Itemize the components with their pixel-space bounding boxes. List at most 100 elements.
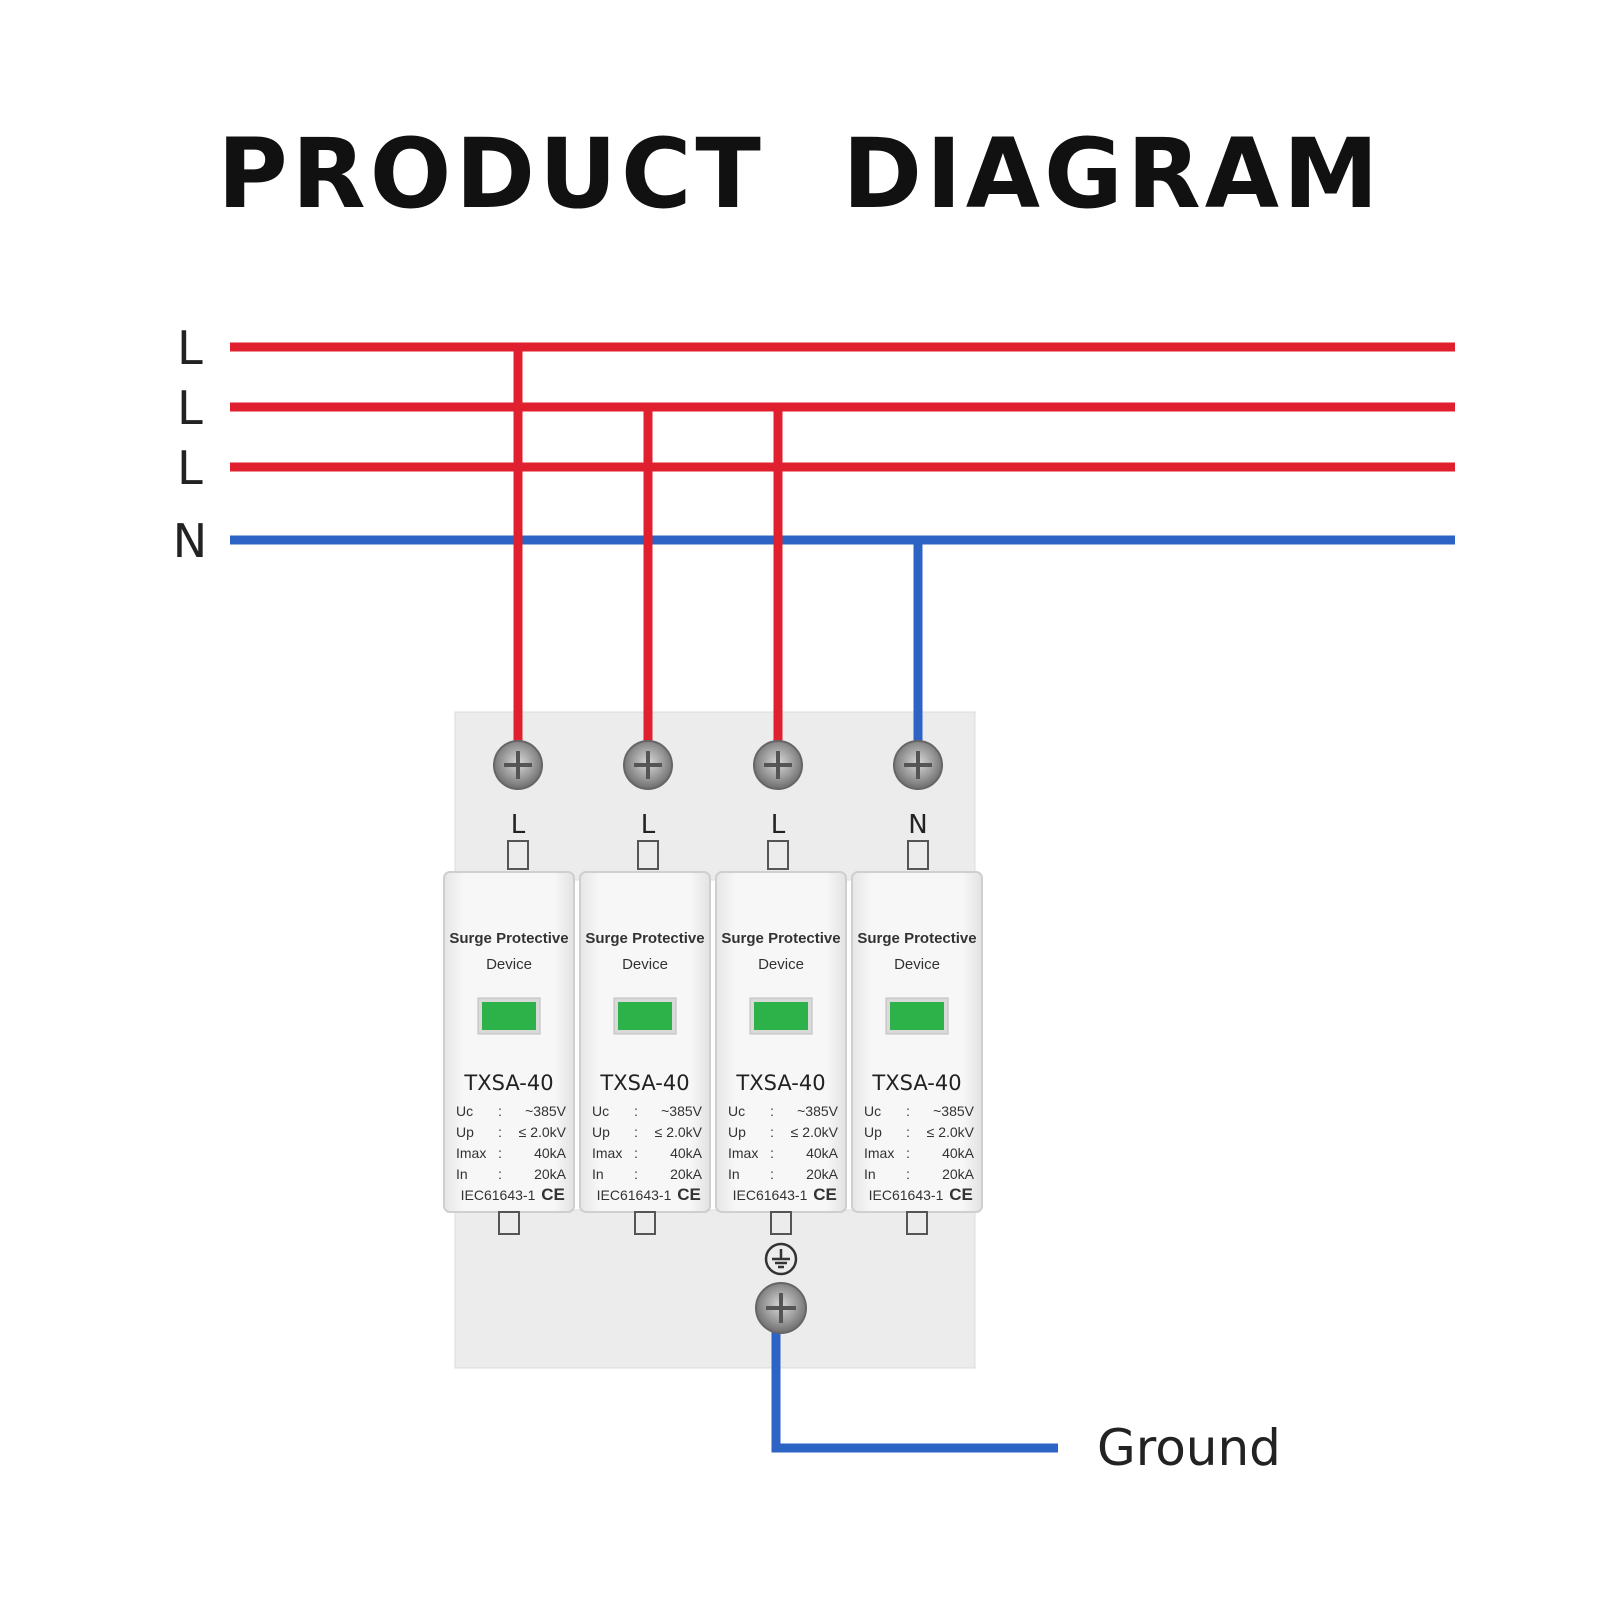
spec-value: ≤ 2.0kV [519, 1124, 567, 1140]
spec-key: Imax [456, 1145, 486, 1161]
terminal-label: L [771, 810, 786, 840]
spec-sep: : [498, 1145, 502, 1161]
spec-value: ~385V [661, 1103, 703, 1119]
spec-key: Up [728, 1124, 746, 1140]
spec-sep: : [634, 1166, 638, 1182]
screw-terminal-icon [753, 740, 803, 790]
spec-value: 40kA [806, 1145, 839, 1161]
spec-key: Imax [864, 1145, 894, 1161]
spec-sep: : [770, 1166, 774, 1182]
module-body [443, 871, 575, 1213]
spec-sep: : [498, 1166, 502, 1182]
spec-key: Up [592, 1124, 610, 1140]
ground-screw [755, 1282, 807, 1334]
ce-mark-icon: CE [677, 1185, 701, 1204]
device-housing [454, 711, 976, 1369]
module-body [579, 871, 711, 1213]
screw-terminal-icon [623, 740, 673, 790]
spec-sep: : [770, 1103, 774, 1119]
drop-wires [513, 347, 923, 765]
spec-sep: : [906, 1124, 910, 1140]
spec-key: Uc [728, 1103, 745, 1119]
spec-key: In [864, 1166, 876, 1182]
spd-module: Surge ProtectiveDeviceTXSA-40Uc:~385VUp:… [579, 871, 711, 1235]
module-model: TXSA-40 [599, 1071, 689, 1095]
module-heading-line1: Surge Protective [585, 930, 704, 947]
module-tab [770, 1211, 792, 1235]
spec-key: Up [864, 1124, 882, 1140]
terminal-label: L [511, 810, 526, 840]
module-heading-line2: Device [622, 956, 668, 973]
screw-terminal-icon [493, 740, 543, 790]
spec-value: ~385V [797, 1103, 839, 1119]
spec-value: 40kA [942, 1145, 975, 1161]
spec-value: 40kA [534, 1145, 567, 1161]
busbar-label: L [177, 381, 203, 435]
screw-terminals [493, 740, 943, 790]
status-indicator-icon [754, 1002, 808, 1030]
spec-sep: : [498, 1103, 502, 1119]
module-tab [906, 1211, 928, 1235]
spec-value: ≤ 2.0kV [927, 1124, 975, 1140]
spec-key: Uc [456, 1103, 473, 1119]
spec-key: In [728, 1166, 740, 1182]
spec-value: ≤ 2.0kV [655, 1124, 703, 1140]
spec-value: 20kA [534, 1166, 567, 1182]
module-heading-line1: Surge Protective [721, 930, 840, 947]
housing-bottom [454, 1209, 976, 1369]
status-indicator-icon [618, 1002, 672, 1030]
module-heading-line2: Device [758, 956, 804, 973]
module-heading-line2: Device [894, 956, 940, 973]
spec-sep: : [634, 1145, 638, 1161]
spec-value: ~385V [525, 1103, 567, 1119]
spec-sep: : [770, 1124, 774, 1140]
terminal-tab [767, 840, 789, 870]
terminal-tab [637, 840, 659, 870]
module-heading-line1: Surge Protective [449, 930, 568, 947]
spec-key: Uc [864, 1103, 881, 1119]
module-body [851, 871, 983, 1213]
busbar-label: N [173, 514, 207, 568]
busbar-label: L [177, 441, 203, 495]
spec-key: Up [456, 1124, 474, 1140]
housing-top [454, 711, 976, 881]
spec-value: ~385V [933, 1103, 975, 1119]
spec-sep: : [906, 1103, 910, 1119]
spec-value: ≤ 2.0kV [791, 1124, 839, 1140]
spec-sep: : [498, 1124, 502, 1140]
module-tab [634, 1211, 656, 1235]
ce-mark-icon: CE [949, 1185, 973, 1204]
module-model: TXSA-40 [735, 1071, 825, 1095]
terminal-label: N [908, 810, 927, 840]
spec-sep: : [634, 1103, 638, 1119]
module-model: TXSA-40 [463, 1071, 553, 1095]
spec-key: In [592, 1166, 604, 1182]
module-heading-line1: Surge Protective [857, 930, 976, 947]
module-model: TXSA-40 [871, 1071, 961, 1095]
status-indicator-icon [890, 1002, 944, 1030]
module-heading-line2: Device [486, 956, 532, 973]
busbar-label: L [177, 321, 203, 375]
terminal-tab [907, 840, 929, 870]
module-standard: IEC61643-1 [733, 1187, 808, 1203]
module-body [715, 871, 847, 1213]
spec-value: 20kA [670, 1166, 703, 1182]
spec-key: Imax [728, 1145, 758, 1161]
ground-label: Ground [1097, 1419, 1281, 1477]
ce-mark-icon: CE [541, 1185, 565, 1204]
module-tab [498, 1211, 520, 1235]
spec-key: In [456, 1166, 468, 1182]
spec-sep: : [906, 1166, 910, 1182]
ce-mark-icon: CE [813, 1185, 837, 1204]
earth-ground-icon [764, 1242, 798, 1276]
status-indicator-icon [482, 1002, 536, 1030]
module-standard: IEC61643-1 [597, 1187, 672, 1203]
module-standard: IEC61643-1 [869, 1187, 944, 1203]
spec-sep: : [770, 1145, 774, 1161]
